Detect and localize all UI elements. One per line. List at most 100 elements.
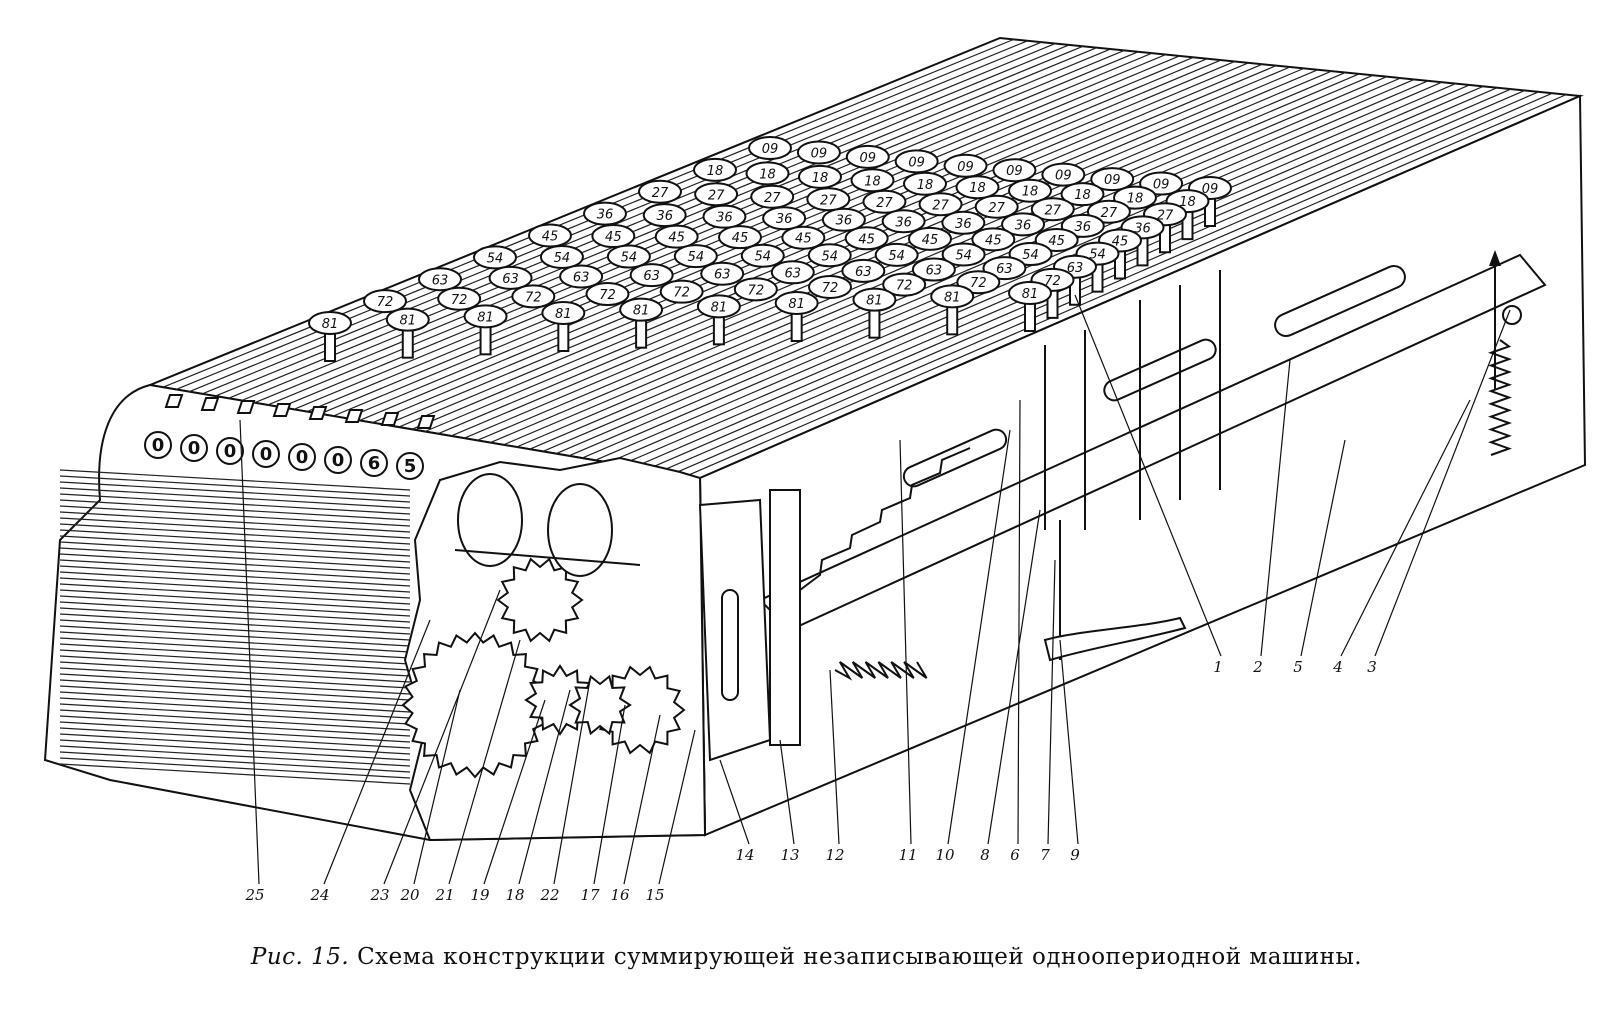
- key-button[interactable]: 54: [941, 242, 986, 267]
- key-button[interactable]: 63: [841, 258, 886, 283]
- key-button[interactable]: 72: [733, 277, 778, 302]
- key-button[interactable]: 63: [418, 267, 462, 292]
- key-button[interactable]: 36: [583, 201, 627, 226]
- key-button[interactable]: 45: [718, 225, 762, 250]
- key-button[interactable]: 36: [762, 206, 807, 231]
- key-button[interactable]: 27: [1030, 197, 1075, 222]
- key-label: 09: [860, 151, 877, 166]
- key-button[interactable]: 72: [956, 270, 1001, 295]
- key-button[interactable]: 72: [659, 279, 704, 304]
- key-label: 81: [633, 304, 650, 319]
- key-cap: [1060, 182, 1105, 207]
- key-button[interactable]: 36: [941, 210, 986, 235]
- key-button[interactable]: 81: [308, 311, 352, 362]
- key-button[interactable]: 36: [702, 204, 747, 229]
- key-button[interactable]: 54: [673, 244, 718, 269]
- key-button[interactable]: 72: [585, 282, 630, 307]
- key-button[interactable]: 63: [488, 265, 533, 290]
- key-button[interactable]: 09: [796, 140, 841, 165]
- key-button[interactable]: 18: [1008, 178, 1052, 203]
- key-button[interactable]: 45: [654, 224, 699, 249]
- key-button[interactable]: 27: [918, 192, 963, 217]
- key-button[interactable]: 09: [1139, 171, 1184, 196]
- key-button[interactable]: 72: [808, 274, 852, 299]
- key-button[interactable]: 54: [1008, 242, 1053, 267]
- key-button[interactable]: 72: [511, 284, 556, 309]
- leader-line: [1340, 399, 1471, 657]
- key-button[interactable]: 09: [894, 149, 939, 174]
- key-label: 81: [866, 294, 883, 309]
- rack-teeth: [799, 447, 971, 591]
- key-button[interactable]: 63: [559, 264, 604, 289]
- key-button[interactable]: 72: [882, 272, 927, 297]
- key-button[interactable]: 45: [908, 226, 952, 251]
- key-button[interactable]: 72: [437, 286, 482, 311]
- key-button[interactable]: 27: [1086, 199, 1131, 224]
- key-button[interactable]: 18: [850, 168, 895, 193]
- key-button[interactable]: 09: [943, 153, 988, 178]
- key-button[interactable]: 81: [541, 301, 586, 352]
- key-button[interactable]: 81: [852, 287, 897, 339]
- key-button[interactable]: 45: [971, 227, 1016, 252]
- key-button[interactable]: 18: [1060, 182, 1105, 207]
- key-button[interactable]: 18: [745, 161, 790, 186]
- key-button[interactable]: 36: [881, 209, 926, 234]
- key-button[interactable]: 09: [1090, 167, 1135, 192]
- key-button[interactable]: 09: [845, 144, 890, 169]
- key-cap: [1113, 185, 1157, 210]
- key-button[interactable]: 63: [982, 256, 1027, 281]
- key-button[interactable]: 45: [591, 224, 636, 249]
- key-button[interactable]: 54: [807, 243, 852, 268]
- key-button[interactable]: 45: [1034, 227, 1079, 252]
- hatch-line: [59, 571, 411, 593]
- key-button[interactable]: 27: [862, 189, 907, 214]
- key-button[interactable]: 36: [1001, 212, 1046, 237]
- key-button[interactable]: 27: [750, 184, 795, 209]
- key-cap: [696, 294, 741, 319]
- key-button[interactable]: 36: [821, 207, 866, 232]
- hatch-line: [59, 733, 411, 755]
- key-button[interactable]: 81: [930, 284, 975, 336]
- key-button[interactable]: 18: [798, 164, 842, 189]
- key-button[interactable]: 18: [903, 171, 947, 196]
- key-button[interactable]: 09: [992, 158, 1037, 183]
- key-button[interactable]: 81: [774, 291, 819, 342]
- key-button[interactable]: 81: [385, 307, 430, 359]
- hatch-line: [59, 583, 411, 605]
- key-button[interactable]: 45: [781, 225, 826, 250]
- key-button[interactable]: 54: [473, 245, 517, 270]
- key-button[interactable]: 27: [806, 187, 851, 212]
- key-button[interactable]: 81: [463, 304, 508, 356]
- key-button[interactable]: 45: [844, 226, 889, 251]
- callout-number: 5: [1293, 658, 1303, 676]
- key-button[interactable]: 45: [528, 223, 572, 248]
- key-button[interactable]: 81: [696, 294, 741, 346]
- bar-pin: [1502, 305, 1522, 325]
- key-button[interactable]: 27: [974, 194, 1019, 219]
- key-button[interactable]: 27: [638, 179, 682, 204]
- key-button[interactable]: 63: [911, 257, 956, 282]
- key-button[interactable]: 27: [694, 182, 739, 207]
- key-cap: [881, 209, 926, 234]
- key-button[interactable]: 09: [1041, 162, 1086, 187]
- key-button[interactable]: 36: [642, 203, 687, 228]
- key-stem: [324, 330, 336, 362]
- key-button[interactable]: 18: [693, 157, 737, 182]
- key-button[interactable]: 36: [1060, 213, 1105, 238]
- key-button[interactable]: 54: [606, 244, 651, 269]
- key-button[interactable]: 63: [700, 261, 745, 286]
- key-button[interactable]: 54: [740, 243, 785, 268]
- key-button[interactable]: 18: [955, 175, 1000, 200]
- key-button[interactable]: 18: [1113, 185, 1157, 210]
- key-button[interactable]: 63: [629, 263, 674, 288]
- key-button[interactable]: 81: [619, 297, 664, 349]
- key-button[interactable]: 72: [363, 289, 407, 314]
- key-button[interactable]: 81: [1008, 281, 1052, 332]
- key-label: 81: [788, 297, 805, 312]
- key-button[interactable]: 54: [874, 242, 919, 267]
- key-button[interactable]: 63: [770, 260, 815, 285]
- key-button[interactable]: 54: [539, 244, 584, 269]
- hatch-line: [59, 685, 411, 707]
- vertical-arm-13: [769, 489, 801, 746]
- key-button[interactable]: 09: [748, 136, 792, 160]
